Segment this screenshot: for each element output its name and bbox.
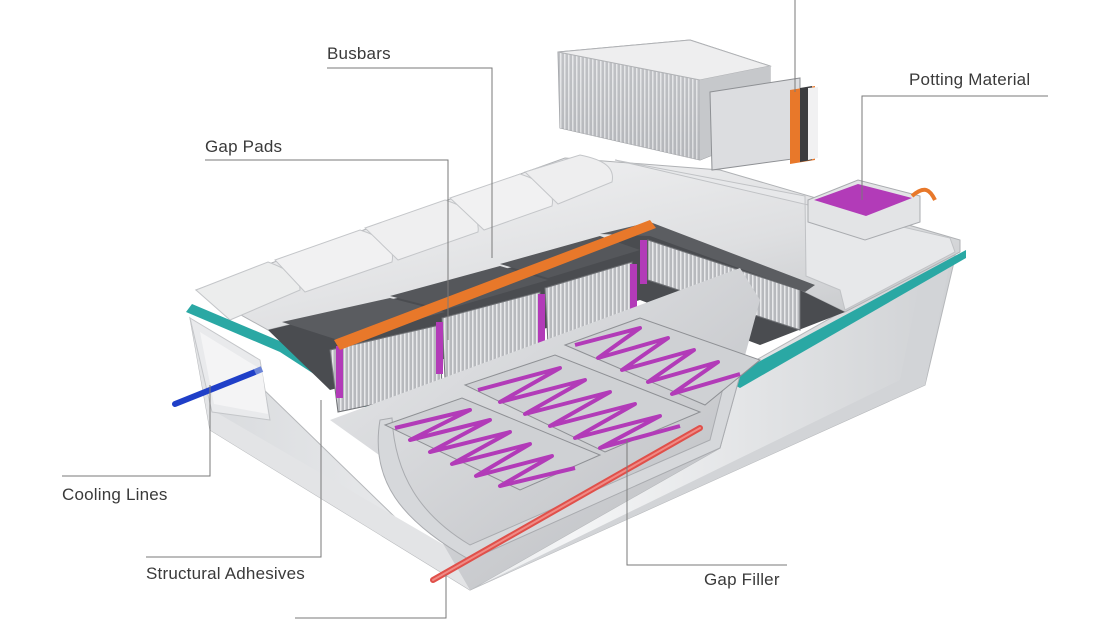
leader-gap-pads (205, 159, 449, 340)
cooling-lines (172, 366, 703, 583)
leader-lines (62, 0, 1048, 619)
gap-filler-zigzag-1 (394, 408, 576, 488)
label-busbars: Busbars (327, 44, 391, 63)
leader-structural-adhesives (146, 400, 322, 558)
gap-filler-zigzag-2 (477, 366, 681, 450)
potting-material-box (807, 179, 937, 241)
leader-potting-material (861, 95, 1048, 200)
label-structural-adhesives: Structural Adhesives (146, 564, 305, 583)
battery-cells (268, 220, 845, 413)
label-gap-filler: Gap Filler (704, 570, 780, 589)
cooling-floor (330, 268, 762, 590)
exploded-module (557, 39, 818, 171)
label-potting-material: Potting Material (909, 70, 1031, 89)
label-cooling-lines: Cooling Lines (62, 485, 168, 504)
label-gap-pads: Gap Pads (205, 137, 283, 156)
leader-gap-filler (626, 440, 787, 566)
gap-filler-zigzag-3 (574, 326, 741, 396)
leader-bottom (295, 575, 447, 619)
leader-cooling-lines (62, 385, 211, 477)
leader-busbars (327, 67, 493, 258)
